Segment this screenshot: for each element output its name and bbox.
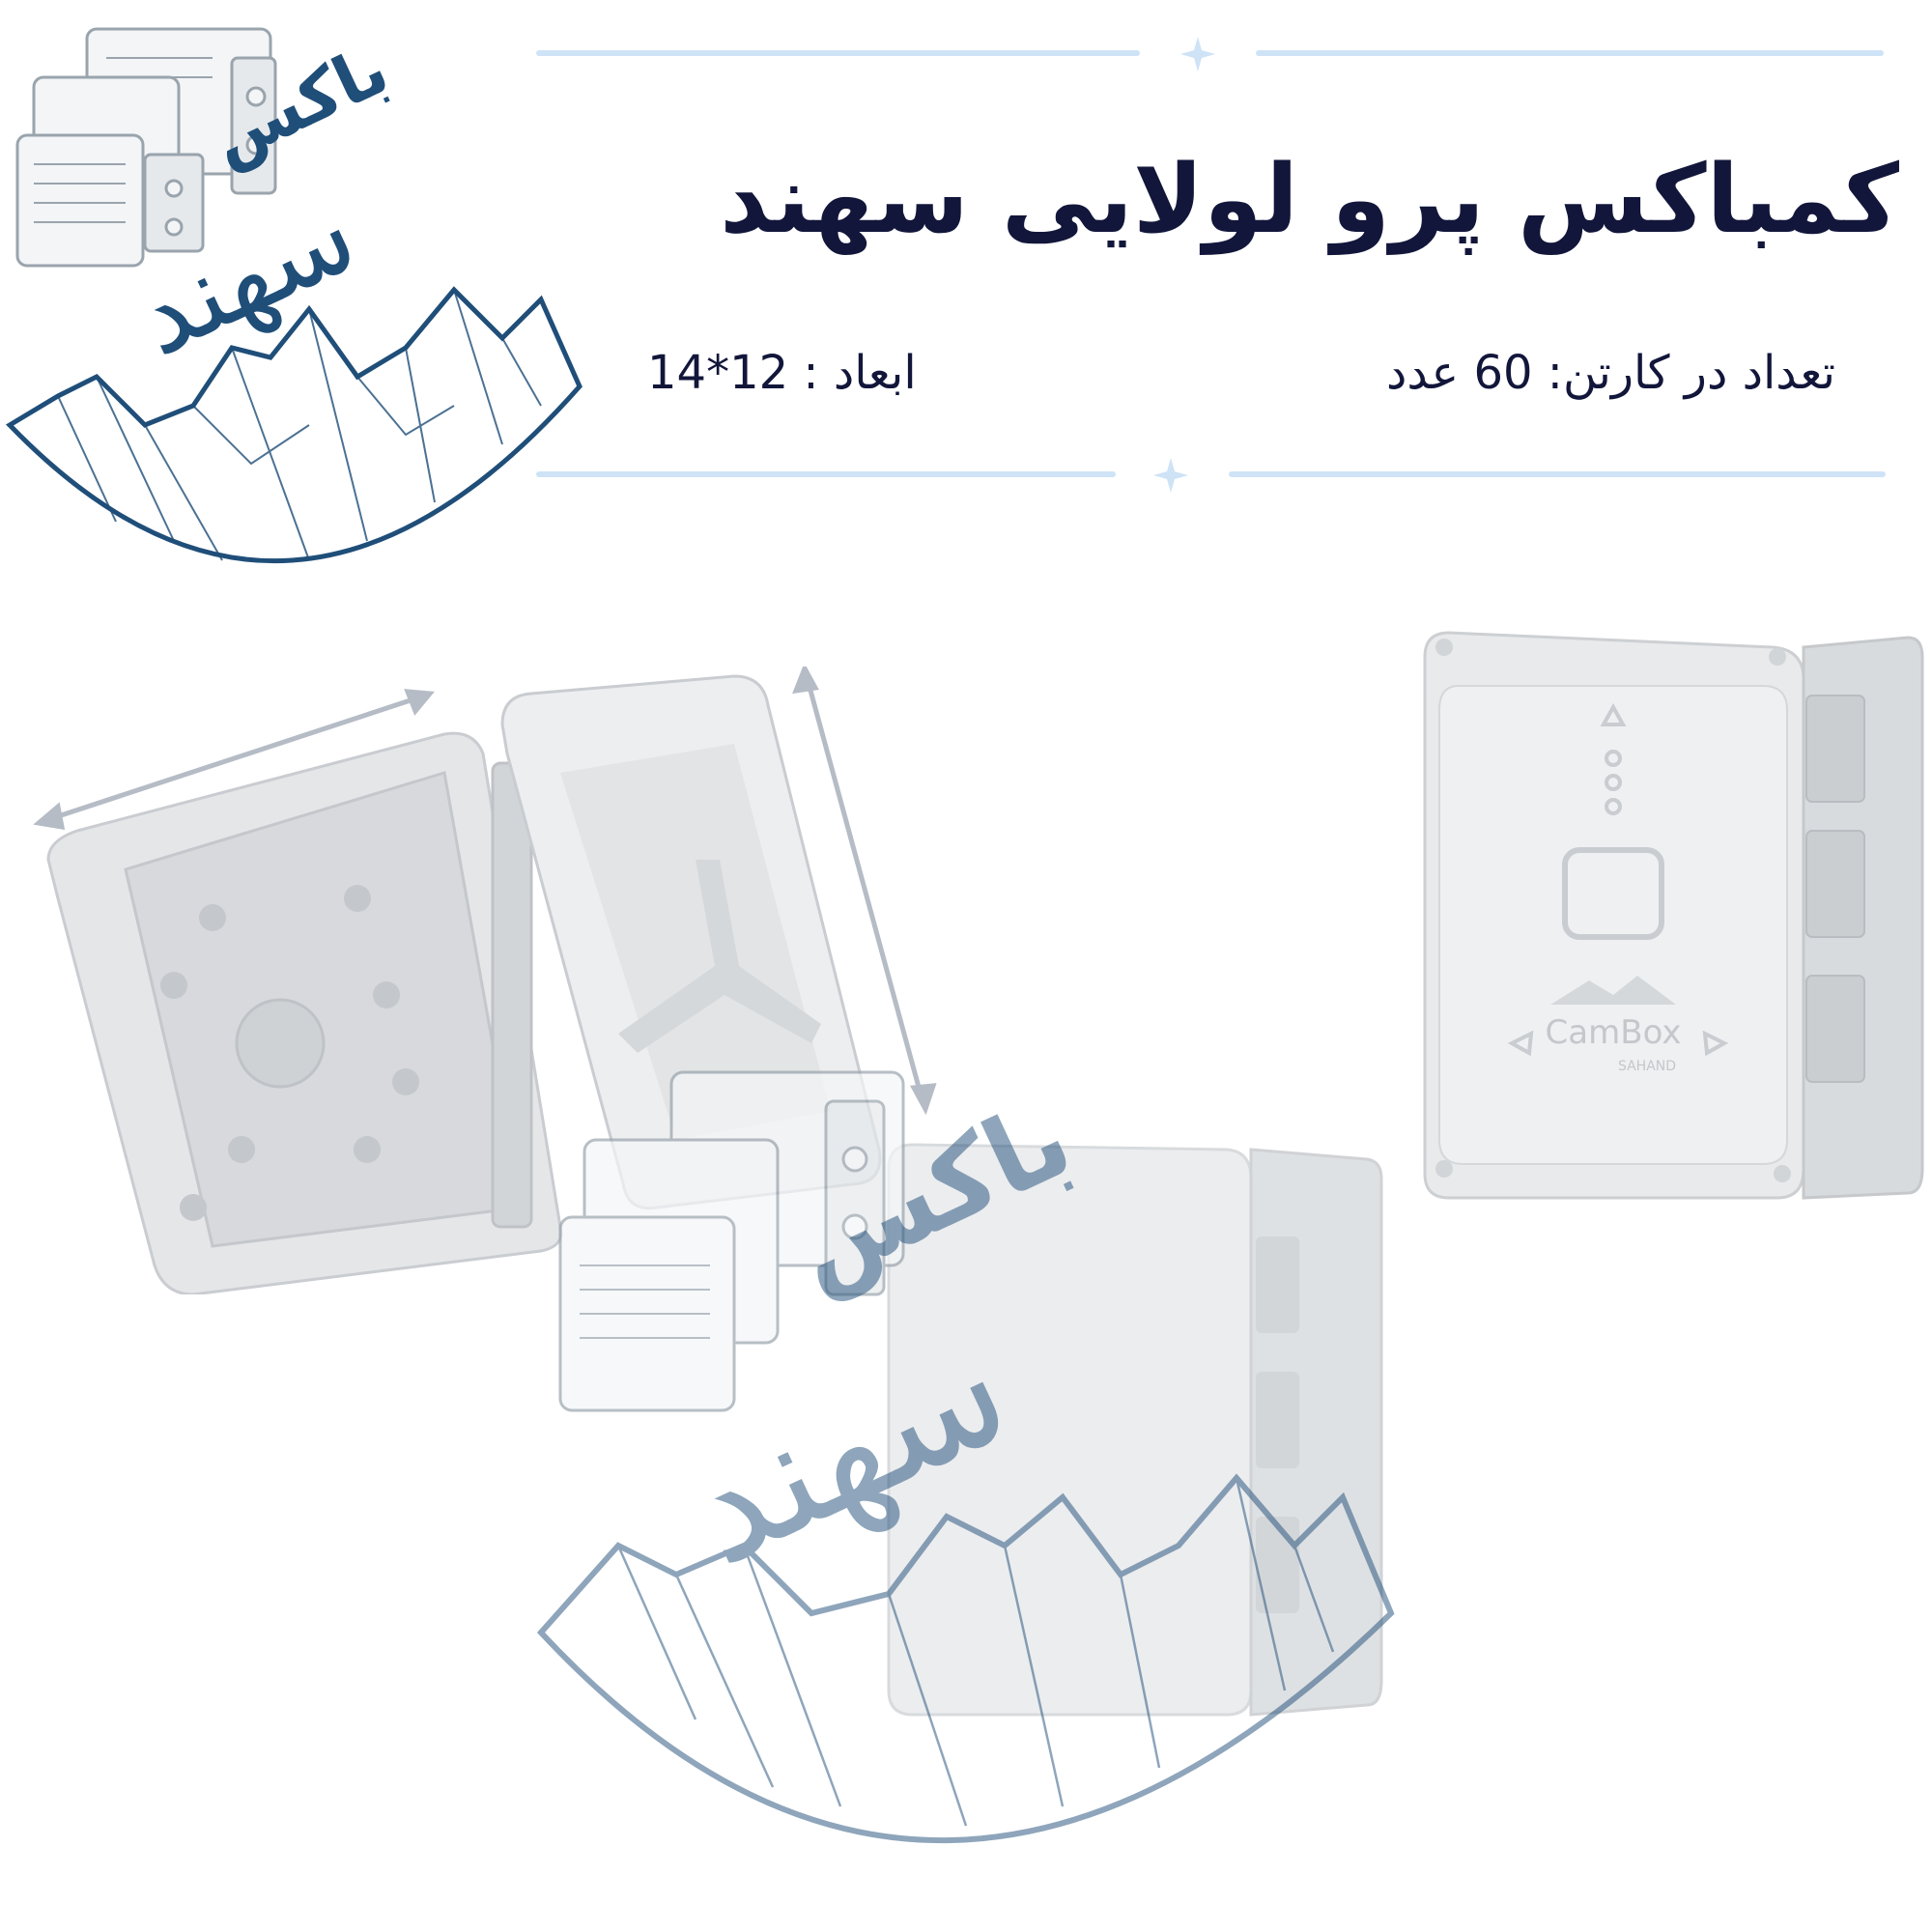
top-rule-left — [536, 50, 1140, 56]
lid-brand: CamBox — [1546, 1013, 1682, 1052]
product-image-mini-boxes — [546, 1063, 952, 1430]
product-image-closed-box: CamBox SAHAND — [1406, 628, 1927, 1208]
lid-sub: SAHAND — [1618, 1059, 1676, 1074]
watermark-line1: باکس — [773, 1092, 1090, 1312]
sparkle-icon — [1153, 458, 1188, 493]
product-image-open-box — [19, 663, 947, 1296]
bottom-rule-left — [536, 471, 1116, 477]
page-title: کمباکس پرو لولایی سهند — [720, 145, 1899, 255]
quantity-label: تعداد در کارتن: 60 عدد — [1385, 346, 1835, 400]
top-rule-right — [1256, 50, 1884, 56]
watermark-line2: سهند — [660, 1297, 1035, 1601]
sparkle-icon — [1180, 37, 1215, 71]
bottom-rule-right — [1229, 471, 1886, 477]
product-image-watermark-box — [869, 1130, 1497, 1729]
dimensions-label: ابعاد : 12*14 — [647, 346, 917, 400]
brand-logo: باکس سهند — [0, 19, 599, 599]
watermark-logo: باکس سهند — [522, 1076, 1410, 1922]
